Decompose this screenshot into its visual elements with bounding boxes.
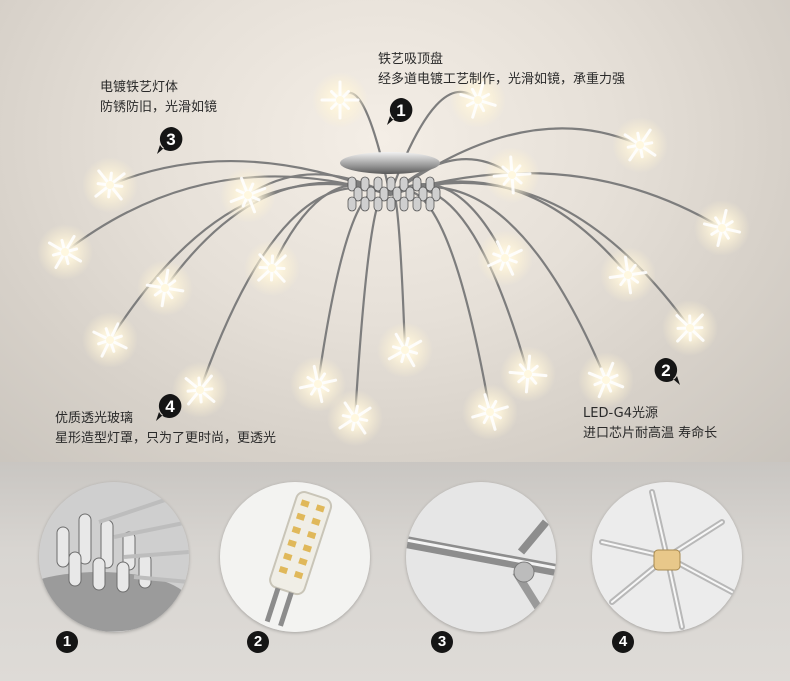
hub-socket — [366, 186, 376, 202]
hub-socket — [347, 176, 357, 192]
detail-3-image — [406, 482, 556, 632]
chrome-arm — [389, 172, 723, 229]
chrome-arm — [389, 189, 492, 413]
hub-socket — [425, 196, 435, 212]
callout-3-marker: 3 — [156, 125, 186, 155]
star-shade — [612, 117, 668, 173]
star-shade — [662, 300, 718, 356]
star-shade — [82, 312, 138, 368]
star-shade — [578, 352, 634, 408]
star-shade — [462, 384, 518, 440]
hub-socket — [386, 196, 396, 212]
hub-socket — [399, 196, 409, 212]
detail-3-number: 3 — [431, 631, 453, 653]
chrome-arm — [389, 127, 641, 196]
hub-socket — [379, 186, 389, 202]
callout-1-desc: 经多道电镀工艺制作，光滑如镜，承重力强 — [378, 72, 626, 87]
ceiling-canopy — [340, 152, 440, 174]
star-shade — [450, 72, 506, 128]
hub-socket — [412, 176, 422, 192]
glass-star-shades — [37, 72, 750, 446]
callout-1-number: 1 — [396, 101, 406, 120]
chandelier-illustration — [37, 72, 750, 446]
callout-2-desc: 进口芯片耐高温 寿命长 — [583, 426, 718, 441]
detail-2-image — [220, 482, 370, 632]
detail-closeups: 1 2 — [0, 462, 790, 681]
star-shade — [37, 224, 93, 280]
hub-socket — [360, 196, 370, 212]
callout-1-title: 铁艺吸顶盘 — [378, 52, 444, 67]
detail-4-image — [592, 482, 742, 632]
hub-socket — [373, 196, 383, 212]
detail-1-number: 1 — [56, 631, 78, 653]
detail-1-image — [39, 482, 189, 632]
callout-3-desc: 防锈防旧，光滑如镜 — [100, 100, 218, 115]
star-shade — [82, 157, 138, 213]
chrome-arm — [353, 190, 391, 419]
callout-4-title: 优质透光玻璃 — [55, 411, 134, 426]
callout-4-text: 优质透光玻璃 星形造型灯罩，只为了更时尚，更透光 — [55, 409, 276, 449]
glass-star-closeup-icon — [592, 482, 742, 632]
star-shade — [172, 362, 228, 418]
detail-2-number: 2 — [247, 631, 269, 653]
star-shade — [290, 356, 346, 412]
hub-socket — [431, 186, 441, 202]
star-shade — [377, 322, 433, 378]
callout-2-text: LED-G4光源 进口芯片耐高温 寿命长 — [583, 404, 717, 444]
detail-4-number: 4 — [612, 631, 634, 653]
callout-4-marker: 4 — [155, 392, 185, 422]
chrome-hub — [347, 176, 441, 212]
hub-socket — [425, 176, 435, 192]
chrome-canopy-closeup-icon — [39, 482, 189, 632]
chrome-arm — [198, 186, 391, 391]
callout-3-text: 电镀铁艺灯体 防锈防旧，光滑如镜 — [100, 78, 217, 118]
star-shade — [477, 230, 533, 286]
hub-socket — [386, 176, 396, 192]
star-shade — [484, 147, 540, 203]
star-shade — [327, 390, 383, 446]
hub-socket — [373, 176, 383, 192]
star-shade — [600, 247, 656, 303]
hub-socket — [392, 186, 402, 202]
star-shade — [137, 260, 193, 316]
hub-socket — [399, 176, 409, 192]
hub-socket — [412, 196, 422, 212]
chandelier-photo: 1 铁艺吸顶盘 经多道电镀工艺制作，光滑如镜，承重力强 3 电镀铁艺灯体 防锈防… — [0, 0, 790, 462]
star-shade — [244, 240, 300, 296]
star-shade — [694, 200, 750, 256]
callout-3-number: 3 — [166, 130, 176, 149]
chrome-arm-closeup-icon — [406, 482, 556, 632]
hub-socket — [405, 186, 415, 202]
hub-socket — [360, 176, 370, 192]
callout-2-number: 2 — [661, 361, 671, 380]
callout-1-marker: 1 — [386, 96, 416, 126]
hub-socket — [418, 186, 428, 202]
callout-1-text: 铁艺吸顶盘 经多道电镀工艺制作，光滑如镜，承重力强 — [378, 50, 625, 90]
star-shade — [220, 167, 276, 223]
callout-2-marker: 2 — [651, 356, 681, 386]
callout-2-title: LED-G4光源 — [583, 406, 658, 421]
led-g4-bulb-closeup-icon — [220, 482, 370, 632]
callout-3-title: 电镀铁艺灯体 — [100, 80, 179, 95]
hub-socket — [353, 186, 363, 202]
callout-4-number: 4 — [165, 397, 175, 416]
star-shade — [312, 72, 368, 128]
hub-socket — [347, 196, 357, 212]
star-shade — [500, 346, 556, 402]
callout-4-desc: 星形造型灯罩，只为了更时尚，更透光 — [55, 431, 277, 446]
